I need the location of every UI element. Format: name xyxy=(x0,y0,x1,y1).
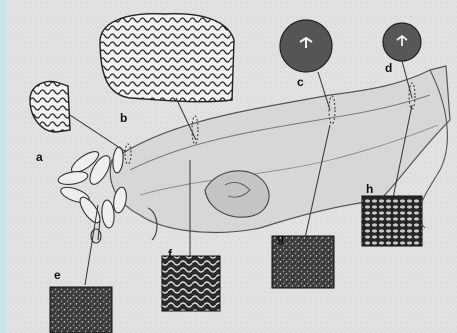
label-a: a xyxy=(36,150,43,164)
label-c: c xyxy=(297,75,304,89)
micrograph-f xyxy=(162,256,220,311)
label-d: d xyxy=(385,61,392,75)
cross-section-b xyxy=(100,14,234,102)
micrograph-e xyxy=(50,287,112,333)
micrograph-h xyxy=(362,196,422,246)
label-g: g xyxy=(277,231,284,245)
frame-strip xyxy=(0,0,6,333)
label-b: b xyxy=(120,111,127,125)
label-e: e xyxy=(54,268,61,282)
label-h: h xyxy=(366,182,373,196)
